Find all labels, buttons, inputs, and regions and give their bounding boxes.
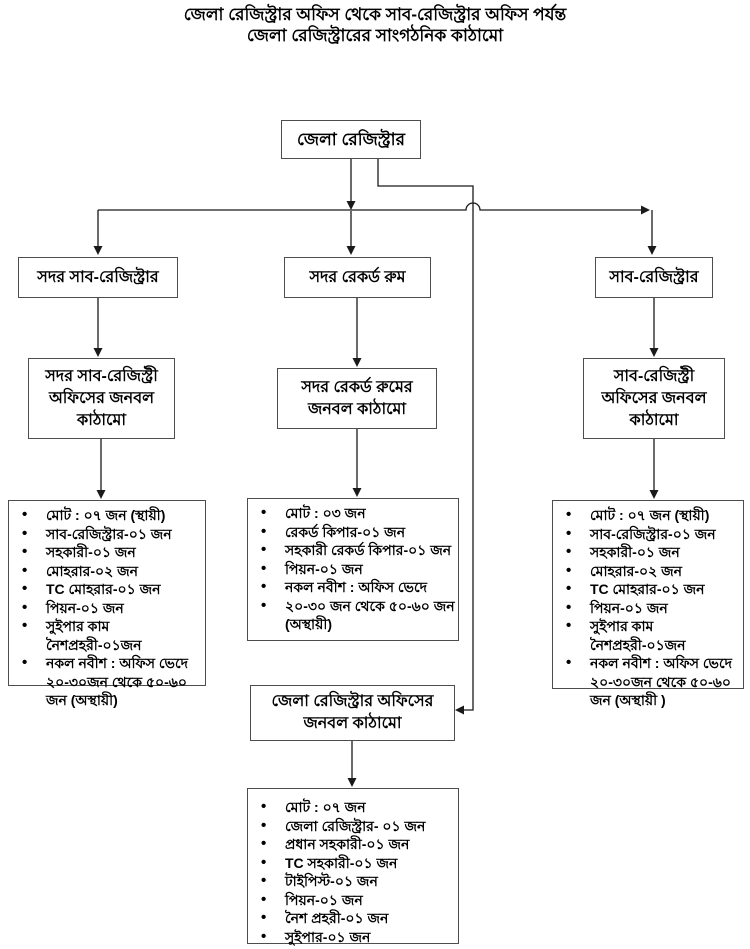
list-item: পিয়ন-০১ জন — [9, 599, 203, 618]
list-item: মোট : ০৭ জন — [248, 798, 456, 817]
arrowhead-right-icon — [641, 205, 650, 215]
list-item: রেকর্ড কিপার-০১ জন — [248, 523, 456, 542]
list-sub-registry-staff: মোট : ০৭ জন (স্থায়ী)সাব-রেজিস্ট্রার-০১ … — [552, 500, 744, 708]
arrowhead-down-icon — [352, 358, 362, 367]
node-sadar-sub-registrar: সদর সাব-রেজিস্ট্রার — [18, 257, 178, 298]
list-item: সুইপার-০১ জন — [248, 928, 456, 947]
list-item: মোট : ০৭ জন (স্থায়ী) — [9, 506, 203, 525]
node-sadar-sub-registry-staff: সদর সাব-রেজিস্ট্রী অফিসের জনবল কাঠামো — [28, 358, 175, 439]
arrowhead-down-icon — [346, 201, 356, 210]
list-item: মোহরার-০২ জন — [9, 562, 203, 581]
arrowhead-down-icon — [647, 246, 657, 255]
list-item: ২০-৩০ জন থেকে ৫০-৬০ জন (অস্থায়ী) — [248, 597, 456, 634]
list-item: TC সহকারী-০১ জন — [248, 854, 456, 873]
node-sub-registrar: সাব-রেজিস্ট্রার — [595, 257, 713, 298]
staff-list: মোট : ০৭ জন (স্থায়ী)সাব-রেজিস্ট্রার-০১ … — [9, 506, 203, 710]
arrowhead-down-icon — [649, 490, 659, 499]
list-item: পিয়ন-০১ জন — [553, 599, 741, 618]
chart-title-line1: জেলা রেজিস্ট্রার অফিস থেকে সাব-রেজিস্ট্র… — [183, 5, 567, 24]
staff-list: মোট : ০৭ জনজেলা রেজিস্ট্রার- ০১ জনপ্রধান… — [248, 798, 456, 946]
arrowhead-down-icon — [649, 348, 659, 357]
list-item: মোট : ০৭ জন (স্থায়ী) — [553, 506, 741, 525]
arrowhead-down-icon — [93, 246, 103, 255]
list-item: জেলা রেজিস্ট্রার- ০১ জন — [248, 817, 456, 836]
list-item: মোট : ০৩ জন — [248, 504, 456, 523]
node-dr-office-staff: জেলা রেজিস্ট্রার অফিসের জনবল কাঠামো — [250, 685, 455, 741]
list-sadar-sub-registry-staff: মোট : ০৭ জন (স্থায়ী)সাব-রেজিস্ট্রার-০১ … — [8, 500, 206, 708]
list-item: পিয়ন-০১ জন — [248, 560, 456, 579]
arrowhead-down-icon — [96, 490, 106, 499]
list-item: প্রধান সহকারী-০১ জন — [248, 835, 456, 854]
node-sub-registry-staff: সাব-রেজিস্ট্রী অফিসের জনবল কাঠামো — [583, 358, 725, 439]
list-sadar-record-room-staff: মোট : ০৩ জনরেকর্ড কিপার-০১ জনসহকারী রেকর… — [247, 498, 459, 641]
list-item: সুইপার কাম নৈশপ্রহরী-০১জন — [553, 617, 741, 654]
arrowhead-down-icon — [347, 778, 357, 787]
list-item: সাব-রেজিস্ট্রার-০১ জন — [553, 525, 741, 544]
node-sadar-record-room-staff: সদর রেকর্ড রুমের জনবল কাঠামো — [277, 368, 437, 429]
list-item: নকল নবীশ : অফিস ভেদে — [248, 578, 456, 597]
list-dr-office-staff: মোট : ০৭ জনজেলা রেজিস্ট্রার- ০১ জনপ্রধান… — [247, 788, 459, 946]
list-item: পিয়ন-০১ জন — [248, 891, 456, 910]
list-item: সুইপার কাম নৈশপ্রহরী-০১জন — [9, 617, 203, 654]
node-district-registrar: জেলা রেজিস্ট্রার — [281, 120, 421, 159]
list-item: সহকারী রেকর্ড কিপার-০১ জন — [248, 541, 456, 560]
arrowhead-down-icon — [352, 488, 362, 497]
staff-list: মোট : ০৩ জনরেকর্ড কিপার-০১ জনসহকারী রেকর… — [248, 504, 456, 634]
connector-main-horizontal — [98, 202, 642, 211]
list-item: মোহরার-০২ জন — [553, 562, 741, 581]
list-item: নকল নবীশ : অফিস ভেদে ২০-৩০জন থেকে ৫০-৬০ … — [9, 654, 203, 710]
list-item: নৈশ প্রহরী-০১ জন — [248, 909, 456, 928]
chart-title-line2: জেলা রেজিস্ট্রারের সাংগঠনিক কাঠামো — [246, 26, 504, 45]
list-item: নকল নবীশ : অফিস ভেদে ২০-৩০জন থেকে ৫০-৬০ … — [553, 654, 741, 710]
arrowhead-down-icon — [93, 348, 103, 357]
arrowhead-down-icon — [346, 246, 356, 255]
list-item: সাব-রেজিস্ট্রার-০১ জন — [9, 525, 203, 544]
list-item: সহকারী-০১ জন — [9, 543, 203, 562]
list-item: সহকারী-০১ জন — [553, 543, 741, 562]
list-item: TC মোহরার-০১ জন — [9, 580, 203, 599]
node-sadar-record-room: সদর রেকর্ড রুম — [284, 257, 431, 298]
list-item: টাইপিস্ট-০১ জন — [248, 872, 456, 891]
staff-list: মোট : ০৭ জন (স্থায়ী)সাব-রেজিস্ট্রার-০১ … — [553, 506, 741, 710]
arrowhead-left-icon — [455, 705, 464, 715]
list-item: TC মোহরার-০১ জন — [553, 580, 741, 599]
